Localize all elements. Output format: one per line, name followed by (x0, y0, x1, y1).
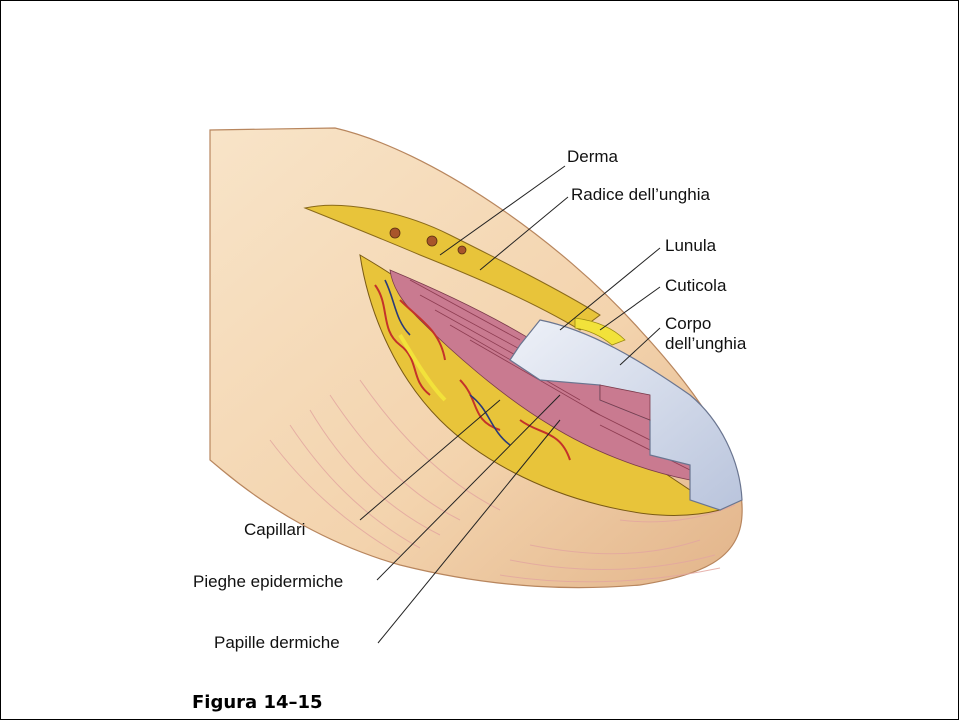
label-papille: Papille dermiche (214, 633, 340, 653)
label-radice: Radice dell’unghia (571, 185, 710, 205)
label-capillari: Capillari (244, 520, 305, 540)
label-corpo-line1: Corpo (665, 314, 711, 334)
label-corpo-line2: dell’unghia (665, 334, 746, 354)
label-cuticola: Cuticola (665, 276, 726, 296)
label-derma: Derma (567, 147, 618, 167)
label-lunula: Lunula (665, 236, 716, 256)
label-pieghe: Pieghe epidermiche (193, 572, 343, 592)
figure-caption: Figura 14–15 (192, 692, 323, 713)
